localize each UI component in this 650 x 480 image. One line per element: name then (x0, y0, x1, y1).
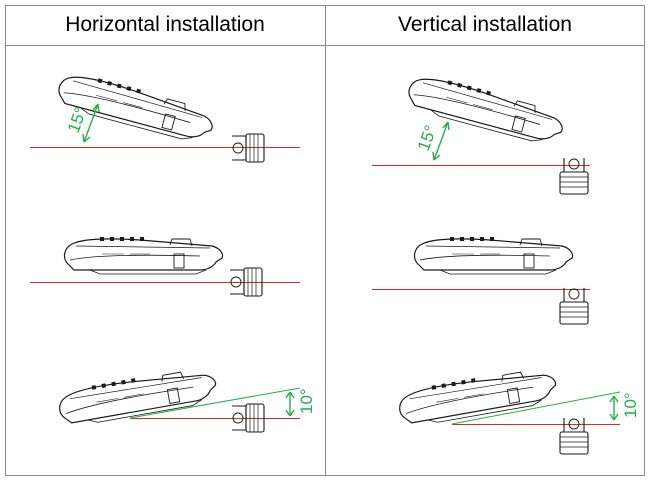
mounting-bracket (559, 157, 589, 195)
vertical-tilt-down-diagram: 10° (396, 363, 640, 455)
luminaire-body (413, 236, 574, 275)
horizontal-level-diagram (30, 236, 300, 297)
tilt-line (129, 387, 301, 419)
angle-arrow (433, 121, 449, 161)
horizontal-tilt-down-diagram: 10° (56, 363, 316, 433)
angle-arrow (83, 103, 99, 143)
header-horizontal-installation: Horizontal installation (65, 13, 265, 36)
angle-label-10: 10° (297, 388, 316, 414)
vertical-tilt-up-diagram: 15° (372, 70, 590, 195)
tilt-line (451, 391, 621, 425)
angle-label-10: 10° (621, 392, 640, 418)
luminaire-body (63, 236, 224, 275)
header-vertical-installation: Vertical installation (398, 13, 572, 36)
horizontal-tilt-up-diagram: 15° (30, 68, 300, 163)
angle-label-15: 15° (414, 123, 441, 154)
mounting-bracket (559, 417, 589, 455)
mounting-bracket (559, 287, 589, 325)
vertical-level-diagram (372, 236, 590, 325)
